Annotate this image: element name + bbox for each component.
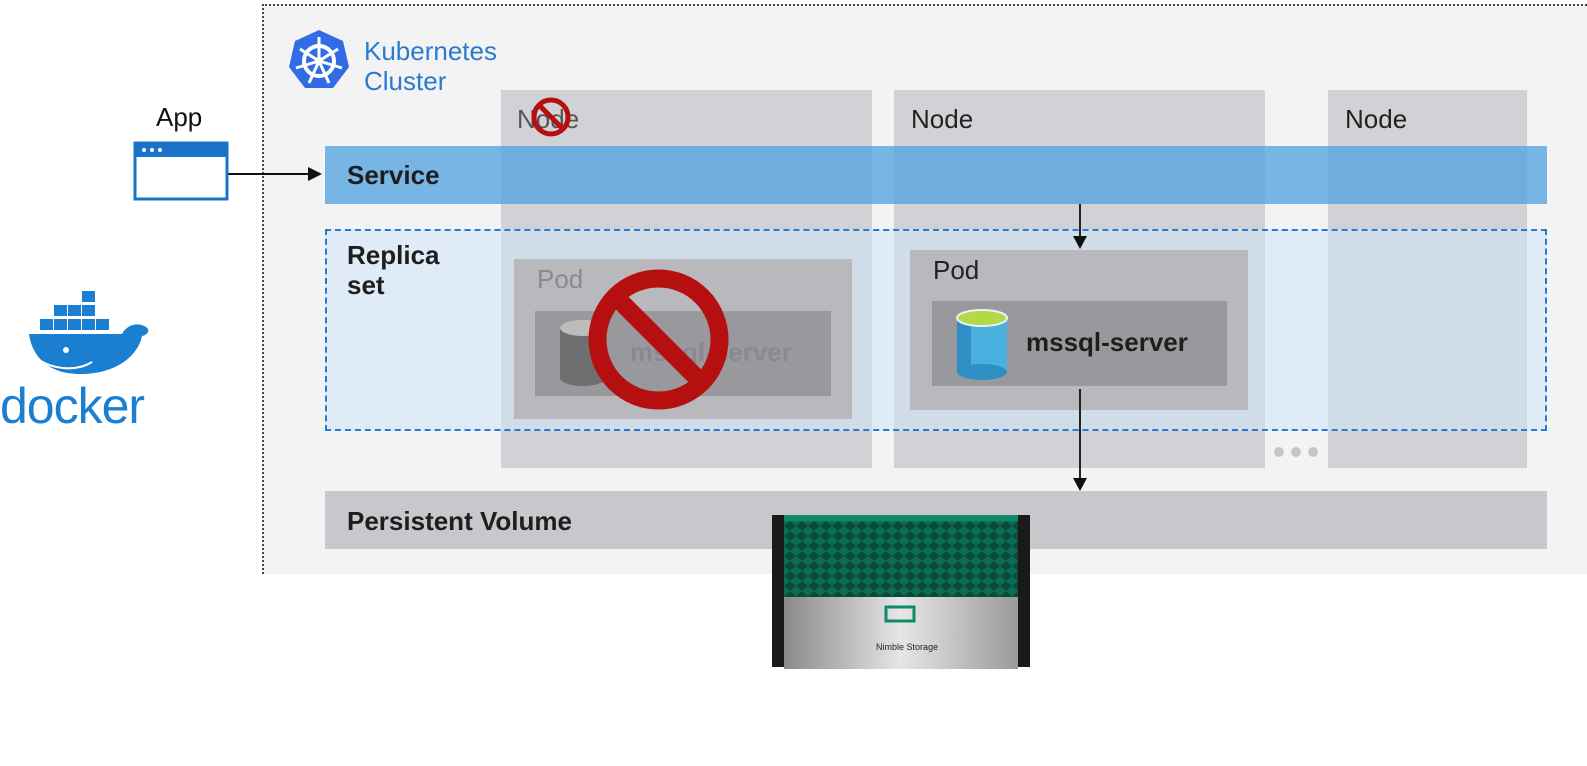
node-prohibited-icon bbox=[531, 97, 571, 137]
kubernetes-logo-icon bbox=[289, 30, 349, 88]
prohibited-icon bbox=[588, 269, 729, 410]
app-label: App bbox=[156, 102, 203, 132]
replica-set-label-line1: Replica bbox=[347, 240, 440, 270]
database-cylinder-icon bbox=[956, 309, 1008, 380]
docker-whale-icon bbox=[29, 291, 149, 374]
replica-set-label: Replica set bbox=[347, 240, 440, 300]
ellipsis-icon bbox=[1274, 447, 1318, 457]
service-label: Service bbox=[347, 160, 440, 190]
storage-array-icon bbox=[772, 515, 1030, 669]
pod-label-blocked: Pod bbox=[537, 264, 584, 294]
replica-set-label-line2: set bbox=[347, 270, 385, 300]
node-label-2: Node bbox=[911, 104, 974, 134]
cluster-title-line1: Kubernetes bbox=[364, 36, 497, 66]
node-label-3: Node bbox=[1345, 104, 1408, 134]
app-window-icon bbox=[133, 141, 229, 201]
storage-label: Nimble Storage bbox=[876, 642, 939, 652]
pod-label-running: Pod bbox=[933, 255, 980, 285]
persistent-volume-label: Persistent Volume bbox=[347, 506, 572, 536]
cluster-title-line2: Cluster bbox=[364, 66, 447, 96]
docker-label: docker bbox=[0, 378, 145, 434]
service-bar bbox=[325, 146, 1547, 204]
cluster-title: Kubernetes Cluster bbox=[364, 36, 497, 96]
container-label-running: mssql-server bbox=[1026, 327, 1188, 357]
